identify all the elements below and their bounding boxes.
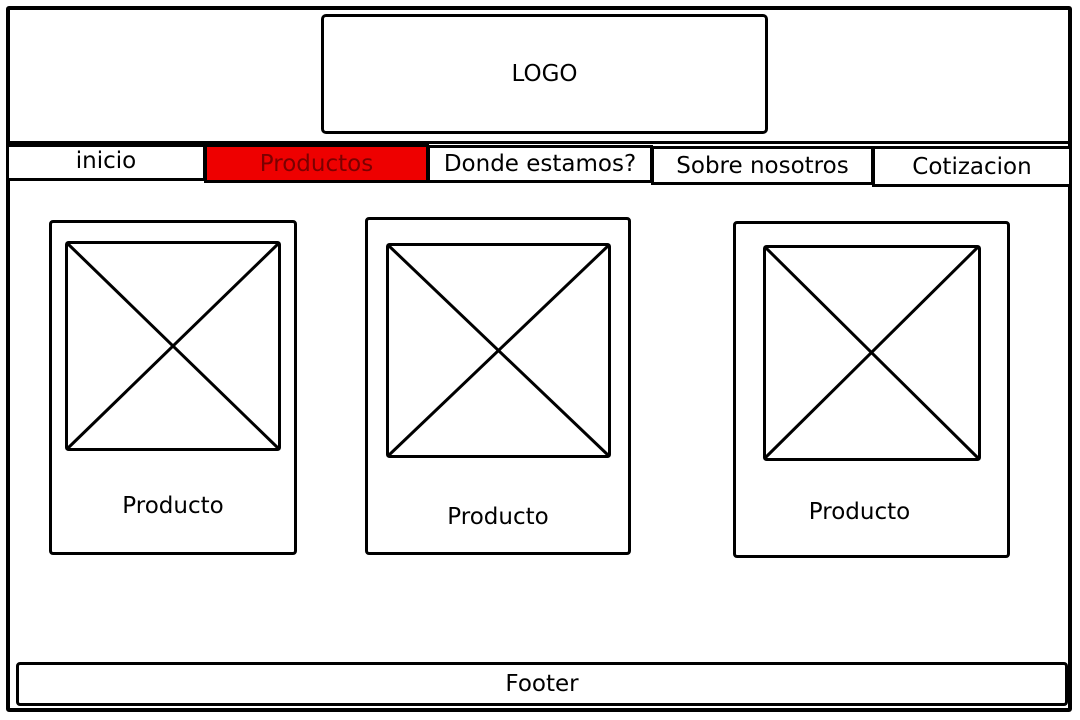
nav-item-label: inicio bbox=[75, 147, 137, 174]
product-card[interactable]: Producto bbox=[365, 217, 631, 555]
image-placeholder-icon bbox=[386, 243, 611, 458]
nav-item-label: Cotizacion bbox=[912, 153, 1032, 180]
nav-item-inicio[interactable]: inicio bbox=[6, 144, 206, 181]
product-card[interactable]: Producto bbox=[733, 221, 1010, 558]
nav-item-label: Donde estamos? bbox=[443, 151, 637, 177]
logo[interactable]: LOGO bbox=[321, 14, 768, 134]
nav-item-label: Productos bbox=[259, 150, 374, 177]
footer-text: Footer bbox=[505, 671, 579, 697]
nav-divider bbox=[6, 141, 1072, 144]
product-label: Producto bbox=[447, 504, 549, 530]
nav-item-sobre-nosotros[interactable]: Sobre nosotros bbox=[651, 146, 874, 185]
logo-text: LOGO bbox=[511, 61, 578, 87]
product-label: Producto bbox=[122, 493, 224, 519]
product-label: Producto bbox=[808, 499, 911, 525]
footer: Footer bbox=[16, 662, 1068, 706]
nav-item-productos[interactable]: Productos bbox=[204, 144, 429, 183]
nav-item-cotizacion[interactable]: Cotizacion bbox=[872, 146, 1072, 187]
image-placeholder-icon bbox=[65, 241, 281, 451]
nav-item-label: Sobre nosotros bbox=[676, 152, 849, 179]
product-card[interactable]: Producto bbox=[49, 220, 297, 555]
image-placeholder-icon bbox=[763, 245, 981, 461]
nav-item-donde-estamos[interactable]: Donde estamos? bbox=[427, 145, 653, 183]
page-frame bbox=[6, 6, 1072, 712]
